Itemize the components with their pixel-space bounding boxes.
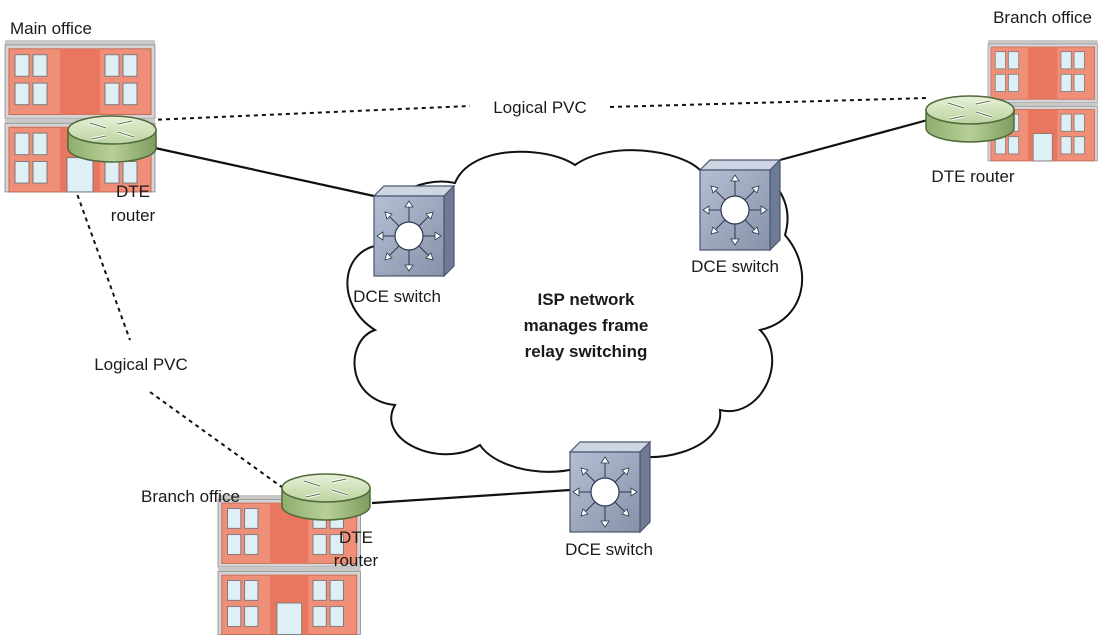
branch-office-top-building-icon <box>987 39 1098 162</box>
dce-switch-bottom-icon <box>569 441 651 533</box>
link-branch-bottom-to-dce-bottom <box>371 488 571 505</box>
branch-office-top-label: Branch office <box>993 8 1092 27</box>
pvc-line-top-right <box>609 97 929 108</box>
main-office-label: Main office <box>10 19 92 38</box>
pvc-line-left-lower <box>149 391 291 494</box>
dce-switch-left-icon <box>373 185 455 277</box>
dte-router-bottom-icon <box>280 472 372 522</box>
dte-main-label-line1: DTE <box>116 182 150 201</box>
isp-cloud <box>346 149 804 473</box>
dte-main-label-line2: router <box>111 206 156 225</box>
dte-router-main-icon <box>66 114 158 164</box>
dce-switch-right-icon <box>699 159 781 251</box>
branch-office-bottom-label: Branch office <box>141 487 240 506</box>
dce-bottom-label: DCE switch <box>565 540 653 559</box>
logical-pvc-left-label: Logical PVC <box>94 355 188 374</box>
isp-label-line3: relay switching <box>525 342 648 361</box>
link-main-to-dce-left <box>154 146 375 198</box>
main-office-building-icon <box>4 39 156 193</box>
dte-bottom-label-line1: DTE <box>339 528 373 547</box>
isp-label-line2: manages frame <box>524 316 649 335</box>
dte-router-top-right-icon <box>924 94 1016 144</box>
dte-top-right-label: DTE router <box>931 167 1014 186</box>
pvc-line-top-left <box>149 105 471 121</box>
isp-label-line1: ISP network <box>538 290 636 309</box>
dce-left-label: DCE switch <box>353 287 441 306</box>
dte-bottom-label-line2: router <box>334 551 379 570</box>
pvc-line-left-upper <box>71 179 131 341</box>
link-dce-right-to-branch-top <box>779 116 936 162</box>
dce-right-label: DCE switch <box>691 257 779 276</box>
logical-pvc-top-label: Logical PVC <box>493 98 587 117</box>
